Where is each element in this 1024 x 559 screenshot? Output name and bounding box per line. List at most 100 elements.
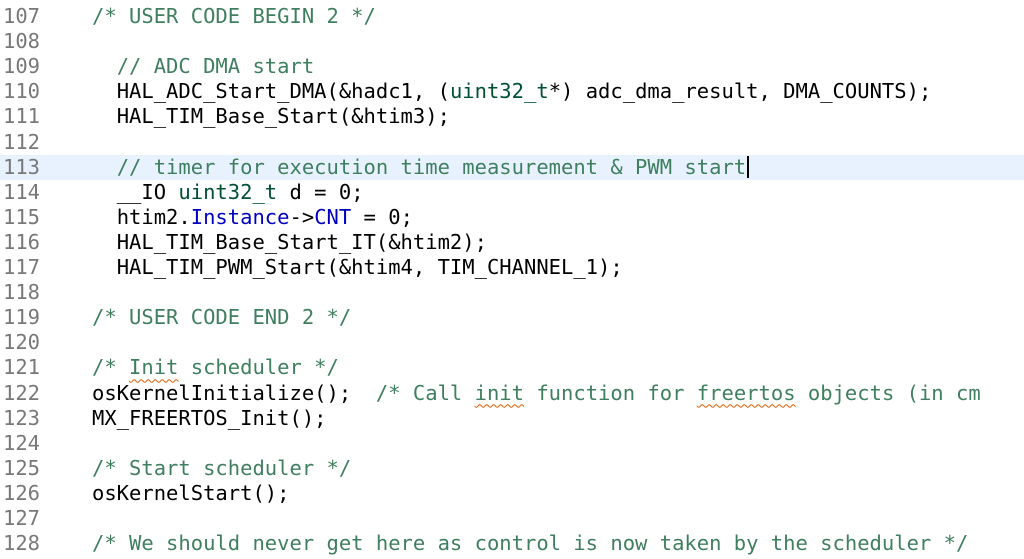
code-text[interactable]: MX_FREERTOS_Init(); [92, 406, 327, 431]
code-token: /* Start scheduler */ [92, 455, 352, 480]
code-indent [92, 104, 117, 128]
code-text[interactable]: /* Start scheduler */ [92, 456, 351, 481]
line-number: 110 [3, 79, 41, 104]
code-token: /* We should never get here as control i… [92, 531, 969, 556]
code-token: CNT [314, 204, 352, 229]
code-line[interactable]: 127 [0, 506, 1024, 531]
code-text[interactable]: /* We should never get here as control i… [92, 531, 968, 556]
code-token: HAL_ADC_Start_DMA(&hadc1, ( [116, 79, 450, 104]
line-number: 114 [3, 179, 41, 204]
spell-error-token: freertos [696, 380, 796, 405]
code-line[interactable]: 117 HAL_TIM_PWM_Start(&htim4, TIM_CHANNE… [0, 255, 1024, 280]
code-token: HAL_TIM_Base_Start(&htim3); [116, 104, 450, 129]
line-number: 119 [3, 305, 41, 330]
line-number: 122 [3, 380, 41, 405]
line-number-gutter [0, 0, 44, 559]
line-number: 109 [3, 54, 41, 79]
code-text[interactable]: /* USER CODE BEGIN 2 */ [92, 4, 376, 29]
code-text[interactable]: /* USER CODE END 2 */ [92, 305, 351, 330]
code-token: -> [289, 204, 315, 229]
code-line[interactable]: 120 [0, 330, 1024, 355]
code-line[interactable]: 115 htim2.Instance->CNT = 0; [0, 205, 1024, 230]
code-text[interactable]: osKernelStart(); [92, 481, 289, 506]
code-line[interactable]: 125 /* Start scheduler */ [0, 456, 1024, 481]
line-number: 113 [3, 154, 41, 179]
code-token: osKernelInitialize(); [92, 380, 376, 405]
code-token: uint32_t [178, 179, 278, 204]
code-text[interactable]: // ADC DMA start [92, 54, 314, 79]
code-line[interactable]: 108 [0, 29, 1024, 54]
line-number: 120 [3, 330, 41, 355]
code-line[interactable]: 118 [0, 280, 1024, 305]
code-token: /* Call [375, 380, 475, 405]
line-number: 128 [3, 531, 41, 556]
code-token: Instance [190, 204, 290, 229]
code-text[interactable]: __IO uint32_t d = 0; [92, 180, 364, 205]
code-line[interactable]: 116 HAL_TIM_Base_Start_IT(&htim2); [0, 230, 1024, 255]
code-text[interactable]: HAL_ADC_Start_DMA(&hadc1, (uint32_t*) ad… [92, 79, 932, 104]
code-token: osKernelStart(); [92, 480, 290, 505]
code-line[interactable]: 114 __IO uint32_t d = 0; [0, 180, 1024, 205]
code-indent [92, 79, 117, 103]
code-token: *) adc_dma_result, DMA_COUNTS); [548, 79, 932, 104]
line-number: 108 [3, 29, 41, 54]
code-line[interactable]: 126 osKernelStart(); [0, 481, 1024, 506]
code-text[interactable]: osKernelInitialize(); /* Call init funct… [92, 381, 981, 406]
text-cursor [747, 155, 750, 178]
code-token: HAL_TIM_Base_Start_IT(&htim2); [116, 229, 487, 254]
line-number: 125 [3, 455, 41, 480]
code-token: /* USER CODE END 2 */ [92, 305, 352, 330]
code-token: // timer for execution time measurement … [116, 154, 747, 179]
code-text[interactable]: // timer for execution time measurement … [92, 154, 750, 180]
spell-error-token: init [474, 380, 524, 405]
code-line[interactable]: 119 /* USER CODE END 2 */ [0, 305, 1024, 330]
line-number: 117 [3, 255, 41, 279]
code-indent [92, 205, 117, 229]
code-token: MX_FREERTOS_Init(); [92, 405, 327, 430]
code-text[interactable]: HAL_TIM_PWM_Start(&htim4, TIM_CHANNEL_1)… [92, 255, 623, 280]
code-line[interactable]: 110 HAL_ADC_Start_DMA(&hadc1, (uint32_t*… [0, 79, 1024, 104]
code-token: /* USER CODE BEGIN 2 */ [92, 4, 376, 28]
line-number: 111 [3, 104, 41, 129]
code-indent [92, 54, 117, 78]
code-line[interactable]: 113 // timer for execution time measurem… [0, 154, 1024, 180]
code-token: scheduler */ [178, 355, 339, 380]
line-number: 127 [3, 506, 41, 530]
code-token: objects (in cm [795, 380, 981, 405]
code-line[interactable]: 109 // ADC DMA start [0, 54, 1024, 79]
line-number: 107 [3, 4, 41, 28]
line-number: 121 [3, 355, 41, 380]
code-token: /* [92, 355, 130, 380]
code-indent [92, 155, 117, 179]
code-text[interactable]: HAL_TIM_Base_Start(&htim3); [92, 104, 450, 129]
code-text[interactable]: HAL_TIM_Base_Start_IT(&htim2); [92, 230, 487, 255]
code-token: __IO [116, 179, 179, 204]
code-indent [92, 255, 117, 279]
code-token: = 0; [351, 204, 413, 229]
code-token: // ADC DMA start [116, 54, 315, 79]
code-line[interactable]: 124 [0, 431, 1024, 456]
code-indent [92, 230, 117, 254]
code-token: function for [524, 380, 697, 405]
code-line[interactable]: 112 [0, 130, 1024, 155]
code-token: d = 0; [277, 179, 364, 204]
code-indent [92, 180, 117, 204]
line-number: 118 [3, 280, 41, 305]
code-line[interactable]: 122 osKernelInitialize(); /* Call init fu… [0, 381, 1024, 406]
line-number: 116 [3, 229, 41, 254]
line-number: 115 [3, 204, 41, 229]
line-number: 112 [3, 129, 41, 154]
code-line[interactable]: 111 HAL_TIM_Base_Start(&htim3); [0, 104, 1024, 129]
code-token: HAL_TIM_PWM_Start(&htim4, TIM_CHANNEL_1)… [116, 255, 623, 279]
code-token: uint32_t [449, 79, 549, 104]
code-line[interactable]: 107 /* USER CODE BEGIN 2 */ [0, 4, 1024, 29]
code-line[interactable]: 121 /* Init scheduler */ [0, 355, 1024, 380]
code-text[interactable]: htim2.Instance->CNT = 0; [92, 205, 413, 230]
line-number: 126 [3, 480, 41, 505]
code-line[interactable]: 128 /* We should never get here as contro… [0, 531, 1024, 556]
code-text[interactable]: /* Init scheduler */ [92, 355, 339, 380]
spell-error-token: Init [129, 355, 179, 380]
line-number: 124 [3, 430, 41, 455]
